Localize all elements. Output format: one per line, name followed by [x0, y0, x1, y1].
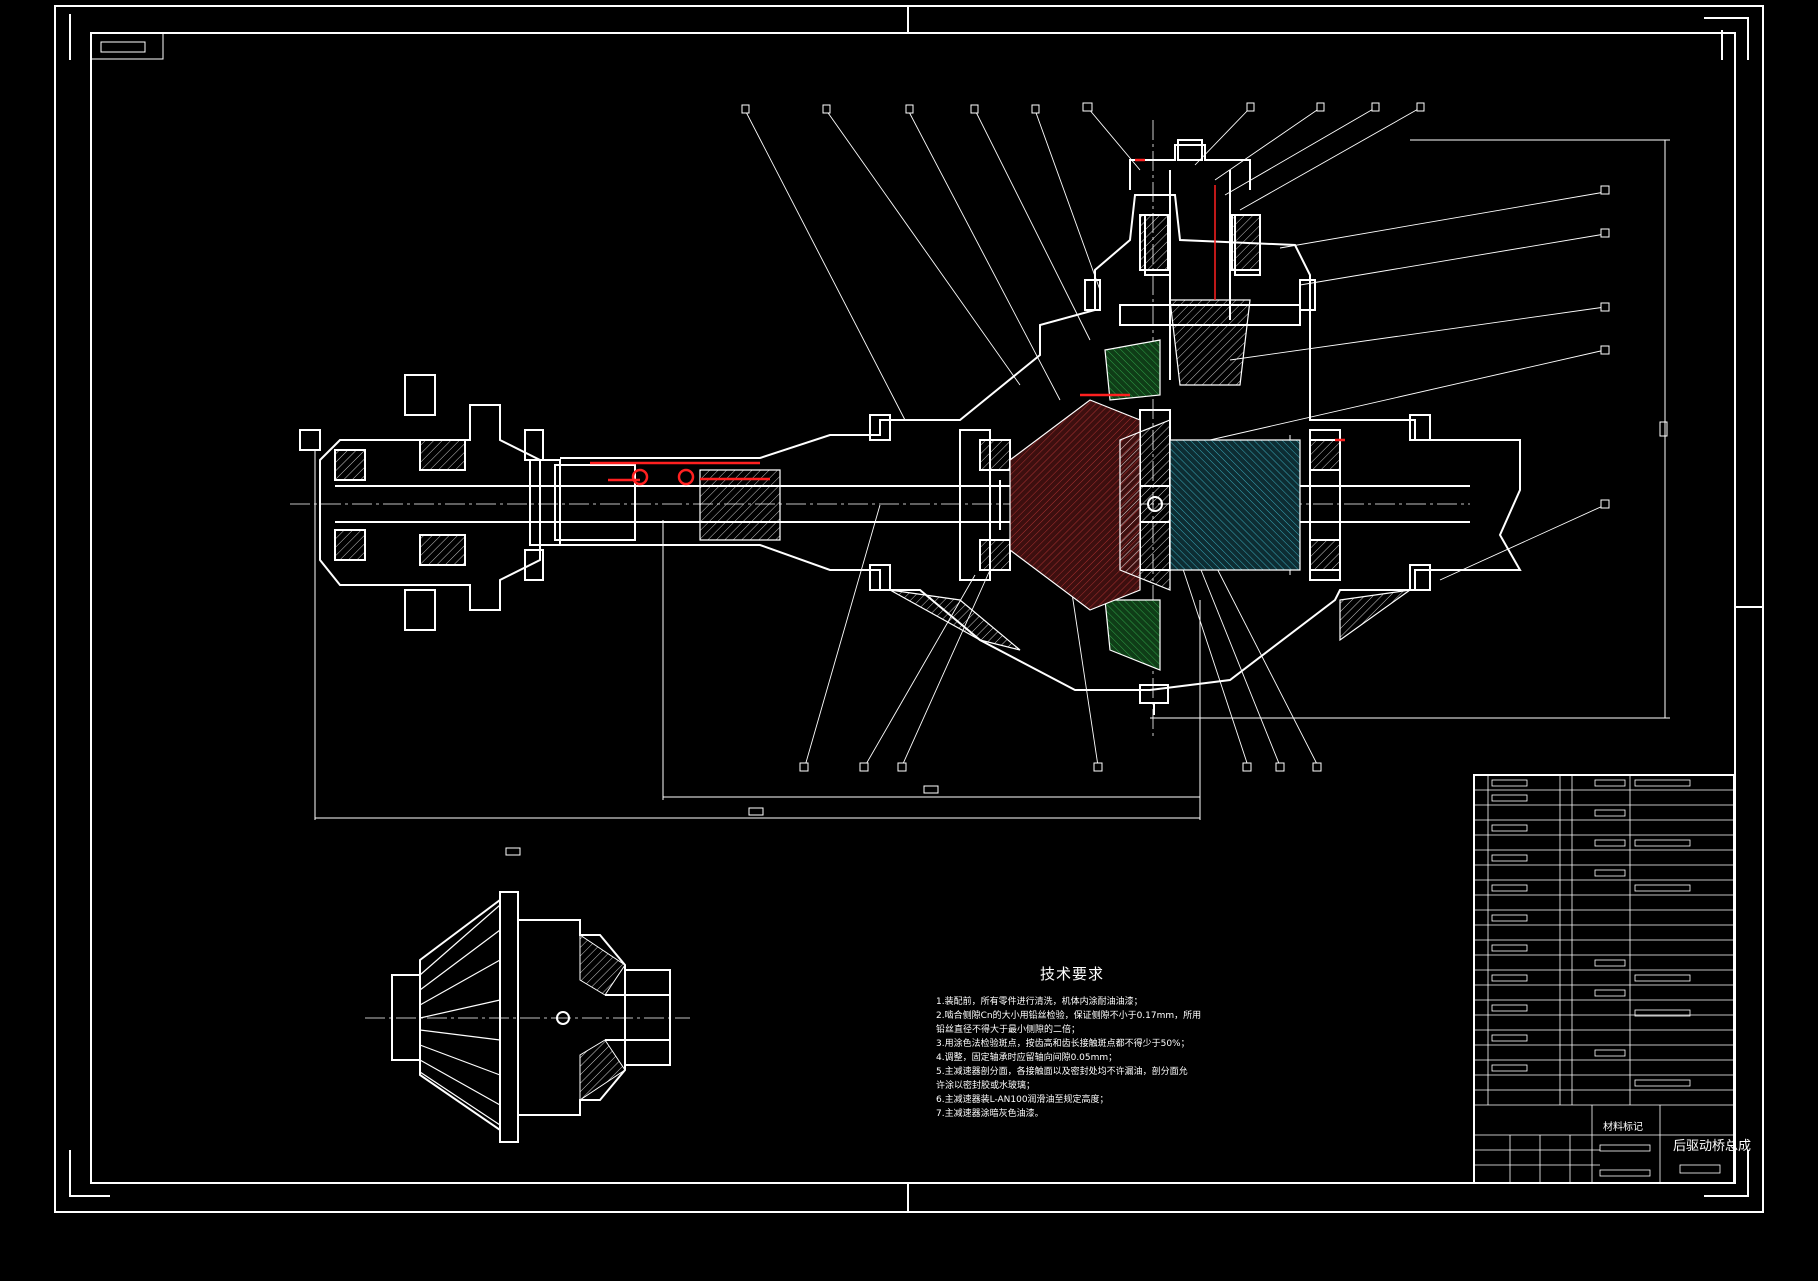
technical-requirements-title: 技术要求	[1040, 965, 1105, 983]
requirement-item: 5.主减速器剖分面，各接触面以及密封处均不许漏油，剖分面允	[936, 1067, 1188, 1077]
axle-assembly-section	[299, 139, 1522, 715]
requirement-item: 许涂以密封胶或水玻璃；	[936, 1081, 1036, 1091]
technical-requirements-list: 1.装配前，所有零件进行清洗，机体内涂耐油油漆； 2.啮合侧隙Cn的大小用铅丝检…	[936, 995, 1236, 1121]
material-mark-label: 材料标记	[1603, 1122, 1643, 1133]
requirement-item: 铅丝直径不得大于最小侧隙的二倍；	[936, 1025, 1081, 1035]
gear-sections	[699, 299, 1411, 671]
differential-detail-view	[391, 891, 671, 1143]
requirement-item: 2.啮合侧隙Cn的大小用铅丝检验，保证侧隙不小于0.17mm，所用	[936, 1011, 1202, 1021]
requirement-item: 3.用涂色法检验斑点，按齿高和齿长接触斑点都不得少于50%；	[936, 1039, 1190, 1049]
requirement-item: 4.调整，固定轴承时应留轴向间隙0.05mm；	[936, 1053, 1118, 1063]
parts-list-table	[1473, 774, 1735, 1184]
requirement-item: 1.装配前，所有零件进行清洗，机体内涂耐油油漆；	[936, 997, 1143, 1007]
dimension-lines	[314, 139, 1670, 856]
sheet-border	[54, 5, 1764, 1213]
requirement-item: 6.主减速器装L-AN100润滑油至规定高度；	[936, 1095, 1109, 1105]
red-details	[590, 158, 1345, 486]
leader-lines	[744, 107, 1606, 767]
part-balloons	[741, 102, 1610, 772]
requirement-item: 7.主减速器涂暗灰色油漆。	[936, 1109, 1044, 1119]
drawing-title: 后驱动桥总成	[1673, 1139, 1752, 1154]
